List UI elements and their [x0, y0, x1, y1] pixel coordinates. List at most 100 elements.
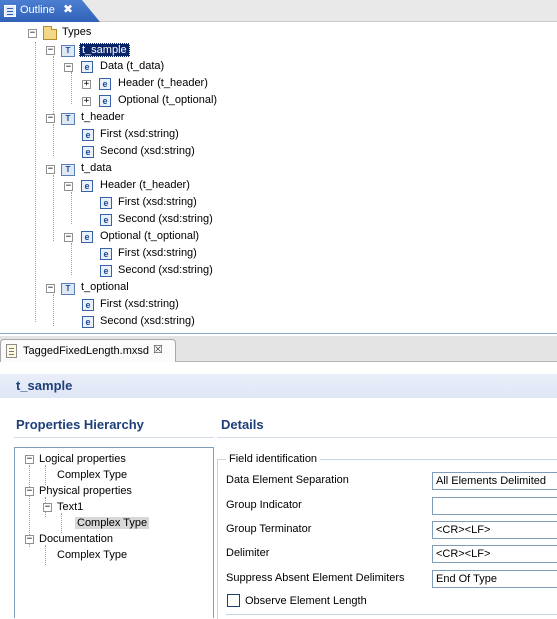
hierarchy-label: Complex Type [75, 517, 150, 529]
editor-tabbar: TaggedFixedLength.mxsd ☒ [0, 336, 557, 362]
tree-connector [71, 72, 72, 104]
editor-tab[interactable]: TaggedFixedLength.mxsd ☒ [0, 339, 176, 362]
suppress-select[interactable]: End Of Type [432, 570, 557, 588]
collapse-toggle[interactable]: − [46, 283, 55, 293]
editor-title-bar: t_sample [0, 374, 557, 398]
tree-connector [53, 175, 54, 241]
tree-connector [45, 545, 46, 565]
element-icon: e [82, 146, 94, 158]
tree-connector [71, 192, 72, 224]
element-icon: e [81, 180, 93, 192]
field-row-separation: Data Element Separation All Elements Del… [226, 472, 557, 490]
tree-connector [53, 294, 54, 326]
hierarchy-label: Complex Type [57, 549, 128, 561]
collapse-toggle[interactable]: − [25, 454, 34, 464]
collapse-toggle[interactable]: − [28, 28, 37, 38]
tree-label: First (xsd:string) [100, 128, 179, 140]
divider [226, 614, 557, 615]
element-icon: e [82, 129, 94, 141]
group-terminator-field[interactable]: <CR><LF> [432, 521, 557, 539]
outline-view: Outline ✖ − Types − T t_sample − e Data … [0, 0, 557, 334]
expand-toggle[interactable]: + [82, 96, 91, 106]
field-label: Data Element Separation [226, 474, 349, 486]
hierarchy-label: Logical properties [39, 453, 126, 465]
collapse-toggle[interactable]: − [46, 45, 55, 55]
element-icon: e [99, 95, 111, 107]
element-icon: e [99, 78, 111, 90]
complex-type-icon: T [61, 283, 75, 295]
element-icon: e [100, 248, 112, 260]
tree-connector [45, 465, 46, 485]
expand-toggle[interactable]: + [82, 79, 91, 89]
close-icon[interactable]: ☒ [153, 344, 163, 356]
delimiter-field[interactable]: <CR><LF> [432, 545, 557, 563]
element-icon: e [81, 61, 93, 73]
collapse-toggle[interactable]: − [64, 181, 73, 191]
collapse-toggle[interactable]: − [64, 62, 73, 72]
editor-view: TaggedFixedLength.mxsd ☒ t_sample Proper… [0, 336, 557, 619]
hierarchy-tree: − Logical properties Complex Type − Phys… [14, 447, 214, 618]
tree-connector [53, 124, 54, 156]
tree-label: t_data [81, 162, 112, 174]
collapse-toggle[interactable]: − [25, 534, 34, 544]
collapse-toggle[interactable]: − [64, 232, 73, 242]
field-label: Delimiter [226, 547, 270, 559]
complex-type-icon: T [61, 164, 75, 176]
field-row-delimiter: Delimiter <CR><LF> [226, 545, 557, 563]
observe-length-checkbox[interactable] [227, 594, 240, 607]
hierarchy-label: Text1 [57, 501, 84, 513]
close-icon[interactable]: ✖ [63, 2, 74, 16]
complex-type-icon: T [61, 113, 75, 125]
element-icon: e [100, 197, 112, 209]
element-icon: e [82, 299, 94, 311]
tree-connector [29, 465, 30, 547]
divider [217, 437, 557, 438]
tree-label: First (xsd:string) [118, 247, 197, 259]
hierarchy-heading: Properties Hierarchy [16, 417, 144, 432]
tree-label: First (xsd:string) [100, 298, 179, 310]
outline-tree: − Types − T t_sample − e Data (t_data) +… [0, 22, 557, 334]
collapse-toggle[interactable]: − [43, 502, 52, 512]
tree-label: t_sample [79, 43, 130, 57]
tree-connector [61, 513, 62, 533]
tree-label: Data (t_data) [100, 60, 165, 72]
tree-label: Second (xsd:string) [100, 145, 195, 157]
tree-connector [71, 243, 72, 275]
element-icon: e [100, 214, 112, 226]
tree-label: Optional (t_optional) [100, 230, 200, 242]
collapse-toggle[interactable]: − [46, 113, 55, 123]
field-row-group-terminator: Group Terminator <CR><LF> [226, 521, 557, 539]
tree-label: First (xsd:string) [118, 196, 197, 208]
divider [14, 437, 214, 438]
tree-label: t_optional [81, 281, 129, 293]
complex-type-icon: T [61, 45, 75, 57]
tree-label: Second (xsd:string) [100, 315, 195, 327]
field-identification-group: Field identification [217, 453, 557, 619]
editor-tab-label: TaggedFixedLength.mxsd [23, 345, 149, 357]
collapse-toggle[interactable]: − [46, 164, 55, 174]
hierarchy-label: Physical properties [39, 485, 132, 497]
tree-label: Header (t_header) [100, 179, 190, 191]
outline-icon [4, 5, 16, 17]
hierarchy-label: Complex Type [57, 469, 128, 481]
outline-tabbar: Outline ✖ [0, 0, 557, 22]
tree-connector [35, 42, 36, 322]
page-title: t_sample [16, 378, 73, 393]
hierarchy-label: Documentation [39, 533, 113, 545]
field-row-group-indicator: Group Indicator [226, 497, 557, 515]
tree-label: t_header [81, 111, 125, 123]
collapse-toggle[interactable]: − [25, 486, 34, 496]
outline-tab[interactable]: Outline ✖ [0, 0, 100, 22]
tree-connector [53, 56, 54, 122]
separation-select[interactable]: All Elements Delimited [432, 472, 557, 490]
details-heading: Details [221, 417, 264, 432]
field-label: Group Indicator [226, 499, 302, 511]
tree-label: Header (t_header) [118, 77, 208, 89]
element-icon: e [81, 231, 93, 243]
element-icon: e [100, 265, 112, 277]
group-indicator-field[interactable] [432, 497, 557, 515]
field-row-suppress: Suppress Absent Element Delimiters End O… [226, 570, 557, 588]
folder-icon [43, 26, 57, 40]
checkbox-label: Observe Element Length [245, 595, 367, 607]
element-icon: e [82, 316, 94, 328]
